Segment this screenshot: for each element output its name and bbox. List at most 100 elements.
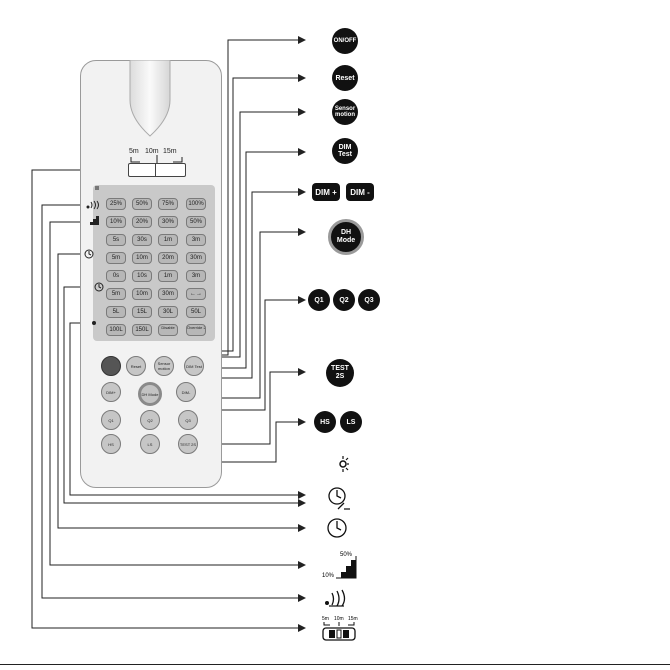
leader-test [195, 371, 298, 445]
legend-clock-hold-icon [328, 487, 350, 510]
panel-key[interactable]: 75% [158, 198, 178, 210]
panel-key[interactable]: 50% [132, 198, 152, 210]
on-off-button[interactable] [101, 356, 121, 376]
panel-key[interactable]: Override 2H [186, 324, 206, 336]
dim-plus-button[interactable]: DIM+ [101, 382, 121, 402]
panel-key[interactable]: 100% [186, 198, 206, 210]
arrow-head [298, 36, 306, 44]
range-switch-divider [155, 163, 156, 177]
panel-key[interactable]: 10s [132, 270, 152, 282]
panel-key[interactable]: 20% [132, 216, 152, 228]
q1-button[interactable]: Q1 [101, 410, 121, 430]
panel-indicator [95, 186, 99, 190]
legend-dim-minus: DIM - [346, 183, 374, 201]
arrow-head [298, 499, 306, 507]
legend-motion-waves-icon [325, 589, 346, 607]
panel-key[interactable]: 50% [186, 216, 206, 228]
panel-key[interactable]: 150L [132, 324, 152, 336]
hs-button[interactable]: HS [101, 434, 121, 454]
arrow-head [298, 228, 306, 236]
legend-step-bottom: 10% [322, 573, 335, 579]
arrow-head [298, 524, 306, 532]
arrow-head [298, 491, 306, 499]
panel-key[interactable]: 10% [106, 216, 126, 228]
panel-key[interactable]: 30m [186, 252, 206, 264]
dim-minus-button[interactable]: DIM- [176, 382, 196, 402]
q3-button[interactable]: Q3 [178, 410, 198, 430]
panel-key[interactable]: 3m [186, 270, 206, 282]
arrow-head [298, 108, 306, 116]
panel-key[interactable]: 50L [186, 306, 206, 318]
panel-key[interactable]: 5L [106, 306, 126, 318]
legend-q1: Q1 [308, 289, 330, 311]
ls-button[interactable]: LS [140, 434, 160, 454]
moon-sun-icon [86, 319, 96, 327]
legend-range-15m: 15m [348, 616, 358, 622]
panel-key[interactable]: 10m [132, 252, 152, 264]
dim-test-button[interactable]: DIM Test [184, 356, 204, 376]
panel-key[interactable]: Disable [158, 324, 178, 336]
legend-reset: Reset [332, 65, 358, 91]
legend-clock-icon [327, 518, 347, 538]
clock-hold-icon [94, 282, 104, 292]
legend-ls: LS [340, 411, 362, 433]
legend-range-10m: 10m [334, 616, 344, 622]
panel-key[interactable]: 3m [186, 234, 206, 246]
panel-key[interactable]: 30% [158, 216, 178, 228]
arrow-head [298, 74, 306, 82]
leader-stand-by [57, 253, 298, 529]
panel-key[interactable]: 100L [106, 324, 126, 336]
panel-key[interactable]: 0s [106, 270, 126, 282]
panel-key[interactable]: 30s [132, 234, 152, 246]
sensor-lens [129, 60, 171, 137]
legend-on-off: ON/OFF [332, 28, 358, 54]
panel-key[interactable]: 5m [106, 252, 126, 264]
dh-mode-button[interactable]: DH Mode [138, 382, 162, 406]
panel-key[interactable]: 30L [158, 306, 178, 318]
bottom-rule [0, 664, 670, 665]
panel-key[interactable]: 10m [132, 288, 152, 300]
panel-key[interactable]: 5s [106, 234, 126, 246]
arrow-head [298, 594, 306, 602]
leader-dim-level [49, 221, 298, 566]
stair-step-icon [87, 216, 99, 225]
range-tick-marks [130, 155, 183, 163]
arrow-head [298, 368, 306, 376]
range-switch[interactable] [128, 163, 186, 177]
arrow-head [298, 624, 306, 632]
panel-key[interactable]: 20m [158, 252, 178, 264]
arrow-head [298, 561, 306, 569]
q2-button[interactable]: Q2 [140, 410, 160, 430]
panel-key[interactable]: 1m [158, 270, 178, 282]
legend-q3: Q3 [358, 289, 380, 311]
arrow-head [298, 148, 306, 156]
test-2s-button[interactable]: TEST 2S [178, 434, 198, 454]
motion-icon [86, 200, 99, 210]
panel-key[interactable]: 1m [158, 234, 178, 246]
arrow-head [298, 188, 306, 196]
panel-key[interactable]: 15L [132, 306, 152, 318]
sensor-motion-button[interactable]: Sensor motion [154, 356, 174, 376]
panel-key[interactable]: ←→ [186, 288, 206, 300]
panel-key[interactable]: 25% [106, 198, 126, 210]
legend-stair-step-icon: 50% 10% [322, 552, 357, 579]
range-label-15m: 15m [163, 148, 177, 155]
range-label-5m: 5m [129, 148, 139, 155]
range-label-10m: 10m [145, 148, 159, 155]
leader-motion [41, 204, 298, 599]
panel-key[interactable]: 30m [158, 288, 178, 300]
leader-hold-time [63, 286, 298, 504]
leader-day-night [69, 322, 298, 496]
reset-button[interactable]: Reset [126, 356, 146, 376]
panel-key[interactable]: 5m [106, 288, 126, 300]
legend-dim-plus: DIM + [312, 183, 340, 201]
legend-range-5m: 5m [322, 616, 329, 622]
arrow-head [298, 418, 306, 426]
legend-step-top: 50% [340, 552, 353, 558]
legend-moon-sun-icon [327, 455, 349, 473]
